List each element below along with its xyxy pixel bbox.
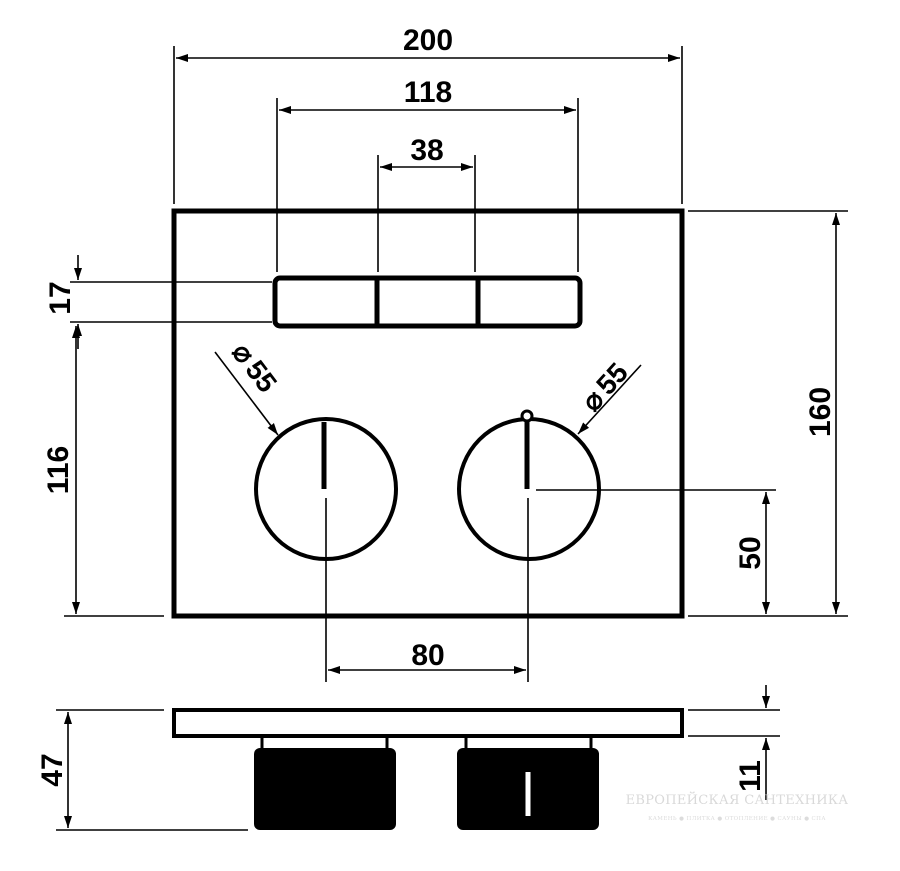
side-left-knob-body xyxy=(254,748,396,830)
dimension-button-width: 38 xyxy=(377,134,476,272)
dimension-knob-center-height: 50 xyxy=(536,489,776,614)
dimension-plate-thickness: 11 xyxy=(688,685,780,800)
dimension-button-block-width: 118 xyxy=(276,76,579,272)
dim-label-button-width: 38 xyxy=(410,134,443,167)
dim-label-plate-thickness: 11 xyxy=(734,760,767,792)
dimension-overall-width: 200 xyxy=(173,24,683,204)
dim-label-button-block-width: 118 xyxy=(404,76,452,109)
side-right-knob-stem xyxy=(464,734,593,752)
dimension-overall-height: 160 xyxy=(688,210,848,617)
dim-label-total-depth: 47 xyxy=(36,753,69,786)
dimension-total-depth: 47 xyxy=(36,709,248,831)
dim-label-overall-width: 200 xyxy=(403,24,453,57)
front-view xyxy=(171,208,685,619)
diameter-callout-left: ⌀ 55 xyxy=(214,337,283,436)
dimension-knob-from-buttons: 116 xyxy=(42,326,164,617)
right-knob-indicator-cap xyxy=(520,409,534,423)
dim-label-button-height: 17 xyxy=(44,281,77,314)
dim-label-knob-spacing: 80 xyxy=(411,639,444,672)
side-plate-outline xyxy=(172,708,684,738)
cover-plate-outline xyxy=(171,208,685,619)
dim-label-knob-from-buttons: 116 xyxy=(42,446,75,494)
dimension-button-height: 17 xyxy=(44,255,272,349)
dimension-knob-spacing: 80 xyxy=(325,498,529,682)
side-left-knob-stem xyxy=(260,734,389,752)
watermark-brand: ЕВРОПЕЙСКАЯ САНТЕХНИКА xyxy=(626,791,849,808)
dim-label-overall-height: 160 xyxy=(804,387,837,437)
side-view xyxy=(172,708,684,830)
watermark: ЕВРОПЕЙСКАЯ САНТЕХНИКА КАМЕНЬ ● ПЛИТКА ●… xyxy=(626,791,849,822)
diameter-callout-right: ⌀ 55 xyxy=(575,357,642,435)
watermark-tagline: КАМЕНЬ ● ПЛИТКА ● ОТОПЛЕНИЕ ● САУНЫ ● СП… xyxy=(648,816,826,822)
dim-label-knob-center-height: 50 xyxy=(734,536,767,569)
button-strip-outline xyxy=(272,275,583,329)
